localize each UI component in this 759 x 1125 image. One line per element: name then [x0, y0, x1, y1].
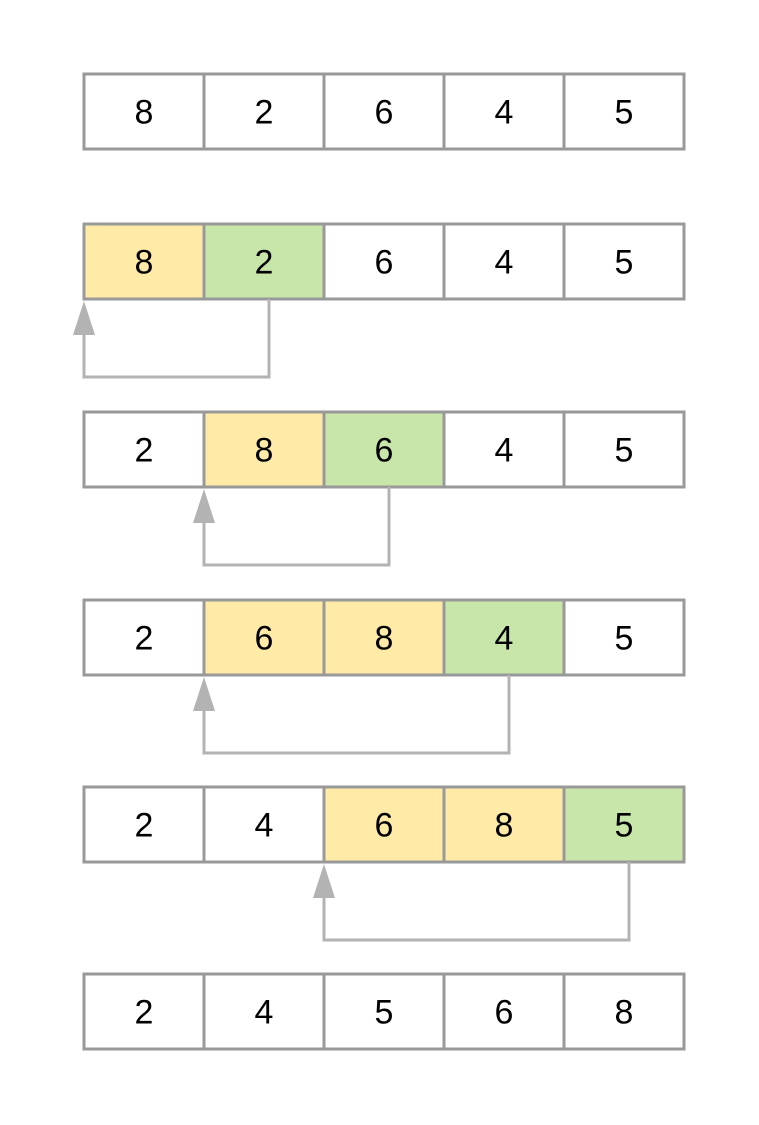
array-cell-plain: [562, 972, 686, 1051]
array-cell-sorted: [202, 410, 326, 489]
array-cell-plain: [442, 972, 566, 1051]
array-cell-plain: [82, 785, 206, 864]
array-cell-sorted: [202, 598, 326, 677]
cell-value: 2: [255, 94, 274, 132]
cell-value: 4: [495, 620, 514, 658]
arrowhead-icon: [193, 677, 215, 711]
array-cell-plain: [82, 72, 206, 151]
cell-value: 6: [495, 994, 514, 1032]
cell-value: 4: [255, 807, 274, 845]
cell-value: 4: [495, 244, 514, 282]
cell-value: 5: [615, 244, 634, 282]
arrowhead-icon: [193, 489, 215, 523]
cell-value: 2: [135, 432, 154, 470]
cell-value: 2: [135, 620, 154, 658]
array-cell-plain: [322, 222, 446, 301]
cell-value: 8: [255, 432, 274, 470]
cell-value: 4: [255, 994, 274, 1032]
array-cell-plain: [562, 72, 686, 151]
cell-value: 6: [375, 94, 394, 132]
array-cell-plain: [442, 222, 566, 301]
array-cell-plain: [442, 410, 566, 489]
cell-value: 5: [375, 994, 394, 1032]
array-row-6: 2 4 5 6 8: [82, 972, 686, 1051]
array-cell-current: [562, 785, 686, 864]
arrowhead-icon: [73, 301, 95, 335]
array-cell-plain: [322, 972, 446, 1051]
insertion-arrow: [202, 675, 511, 755]
cell-value: 2: [135, 807, 154, 845]
cell-value: 6: [375, 432, 394, 470]
cell-value: 6: [255, 620, 274, 658]
cell-value: 8: [135, 94, 154, 132]
cell-value: 8: [615, 994, 634, 1032]
array-cell-plain: [82, 598, 206, 677]
cell-value: 6: [375, 807, 394, 845]
array-cell-plain: [322, 72, 446, 151]
array-cell-plain: [562, 598, 686, 677]
array-cell-current: [202, 222, 326, 301]
array-row-4: 2 6 8 4 5: [82, 598, 686, 755]
cell-value: 8: [135, 244, 154, 282]
array-row-2: 8 2 6 4 5: [73, 222, 686, 379]
cell-value: 4: [495, 94, 514, 132]
array-row-1: 8 2 6 4 5: [82, 72, 686, 151]
array-cell-sorted: [322, 785, 446, 864]
cell-value: 2: [135, 994, 154, 1032]
cell-value: 8: [495, 807, 514, 845]
array-cell-sorted: [82, 222, 206, 301]
insertion-arrow: [322, 862, 631, 942]
cell-value: 5: [615, 807, 634, 845]
arrowhead-icon: [313, 864, 335, 898]
cell-value: 5: [615, 432, 634, 470]
array-cell-plain: [202, 72, 326, 151]
array-cell-current: [442, 598, 566, 677]
array-row-5: 2 4 6 8 5: [82, 785, 686, 942]
insertion-arrow: [202, 487, 391, 567]
array-cell-plain: [562, 222, 686, 301]
array-cell-current: [322, 410, 446, 489]
array-cell-plain: [562, 410, 686, 489]
cell-value: 5: [615, 94, 634, 132]
array-cell-plain: [202, 785, 326, 864]
cell-value: 8: [375, 620, 394, 658]
cell-value: 2: [255, 244, 274, 282]
array-cell-plain: [202, 972, 326, 1051]
cell-value: 6: [375, 244, 394, 282]
insertion-arrow: [82, 299, 271, 379]
array-row-3: 2 8 6 4 5: [82, 410, 686, 567]
cell-value: 4: [495, 432, 514, 470]
cell-value: 5: [615, 620, 634, 658]
